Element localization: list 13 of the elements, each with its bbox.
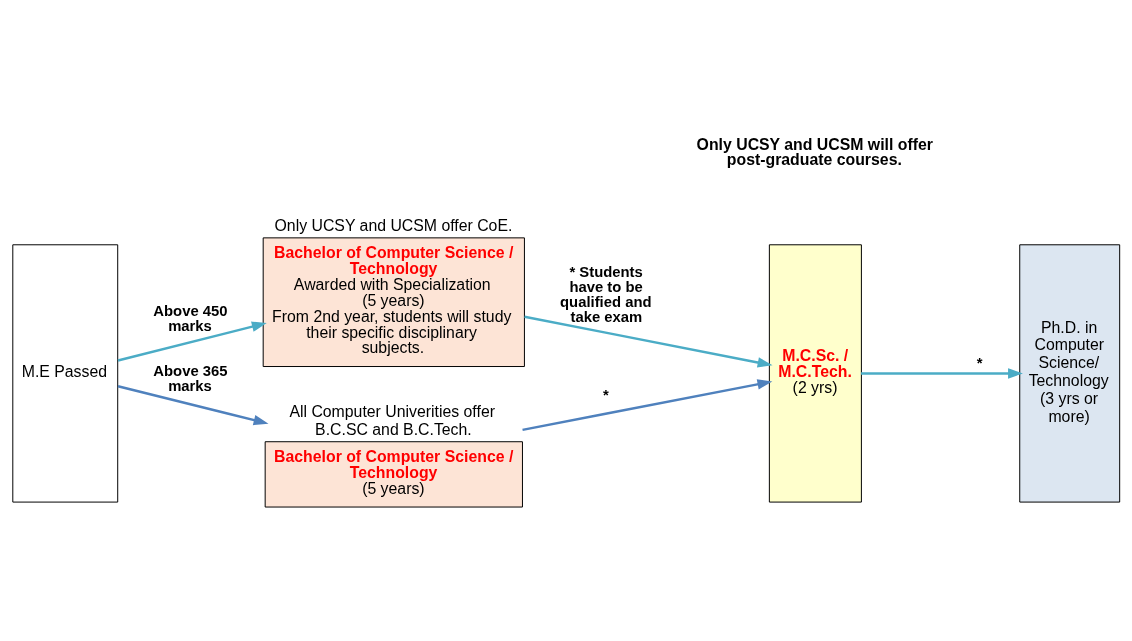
arrow [117, 385, 269, 426]
label: Only UCSY and UCSM will offer post-graduate courses. [696, 135, 933, 169]
node-label: Only UCSY and UCSM offer CoE. [274, 216, 513, 234]
edge-label: * [976, 354, 983, 371]
arrow [524, 315, 773, 368]
edge-label: * Students have to be qualified and take exam [560, 264, 652, 325]
arrow [522, 379, 773, 432]
arrow [117, 321, 267, 362]
arrow [861, 368, 1023, 379]
node-label: All Computer Univerities offer B.C.SC and B.C.Tech. [289, 402, 495, 438]
edge-label: Above 450 marks [153, 303, 228, 334]
edge-label: * [603, 387, 609, 404]
edge-label: Above 365 marks [153, 363, 228, 395]
